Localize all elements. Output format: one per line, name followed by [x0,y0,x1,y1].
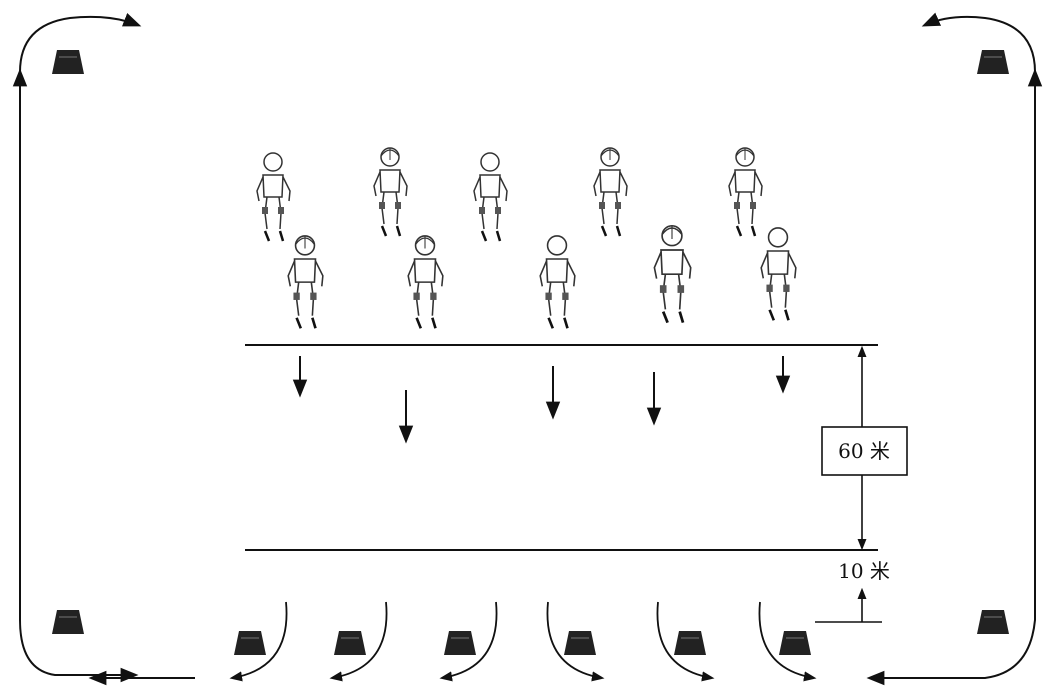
turn-arrow-right [758,601,817,682]
distance-10m-marker: 10 米 [815,559,890,623]
inline-skater-figure [653,224,692,324]
top-right-turn [921,12,1036,73]
inline-skater-figure [473,152,508,242]
turn-arrows [229,601,817,682]
inline-skater-figure [256,152,291,242]
turn-arrow-right [546,601,605,682]
cones-group [52,50,1009,655]
cone-icon [674,631,706,655]
inline-skater-figure [593,147,628,237]
inline-skater-figure [287,235,324,329]
skaters-group [256,147,797,329]
turn-arrow-left [229,601,288,682]
top-left-turn [19,13,142,73]
cone-icon [779,631,811,655]
distance-60m-marker: 60 米 [821,345,908,551]
cone-icon [334,631,366,655]
cone-icon [977,610,1009,634]
cone-icon [52,50,84,74]
cone-icon [444,631,476,655]
turn-arrow-left [439,601,498,682]
cone-icon [977,50,1009,74]
outer-circuit [12,12,1043,686]
distance-60m-label: 60 米 [838,439,890,463]
inline-skater-figure [760,227,797,321]
forward-arrows [292,356,791,444]
cone-icon [234,631,266,655]
inline-skater-figure [373,147,408,237]
turn-arrow-left [329,601,388,682]
distance-60m-box [821,426,908,476]
inline-skater-figure [407,235,444,329]
turn-arrow-right [656,601,715,682]
distance-10m-label: 10 米 [838,559,890,583]
cone-icon [564,631,596,655]
right-loop-path [866,68,1043,686]
inline-skater-figure [728,147,763,237]
inline-skater-figure [539,235,576,329]
left-loop-path [12,68,139,683]
cone-icon [52,610,84,634]
